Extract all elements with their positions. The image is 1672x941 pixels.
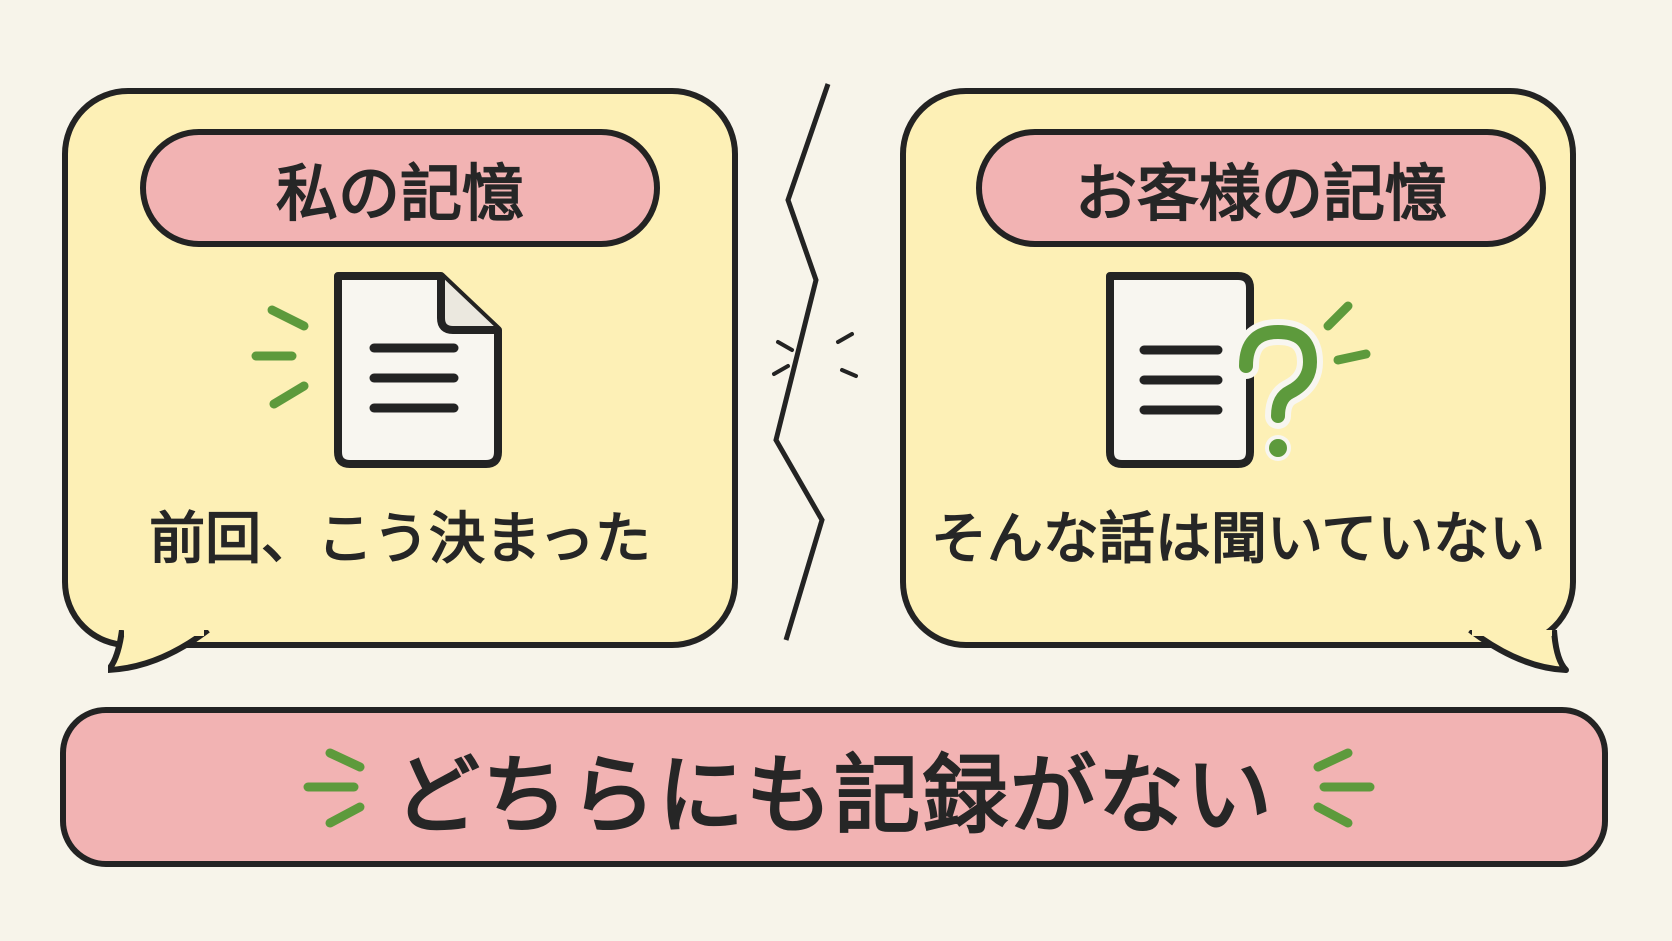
sparkle-lines — [1323, 301, 1371, 365]
no-record-text: どちらにも記録がない — [394, 745, 1274, 846]
customer-memory-bubble: お客様の記憶 そんな話は聞いていない — [900, 88, 1576, 648]
left-bubble-tail — [108, 630, 210, 673]
customer-memory-title: お客様の記憶 — [976, 129, 1546, 247]
my-memory-bubble: 私の記憶 前回、こう決まった — [62, 88, 738, 648]
customer-memory-caption: そんな話は聞いていない — [930, 507, 1546, 572]
right-bubble-tail — [1468, 630, 1569, 673]
crack-divider — [772, 83, 858, 641]
right-burst-lines — [1313, 748, 1375, 828]
my-memory-title: 私の記憶 — [140, 129, 660, 247]
my-memory-caption: 前回、こう決まった — [149, 507, 651, 572]
no-record-banner: どちらにも記録がない — [60, 707, 1608, 867]
document-question-icon — [1106, 272, 1371, 468]
left-burst-lines — [303, 748, 365, 828]
document-icon — [251, 272, 502, 468]
question-mark-icon — [1233, 318, 1324, 461]
sparkle-lines — [251, 305, 309, 409]
